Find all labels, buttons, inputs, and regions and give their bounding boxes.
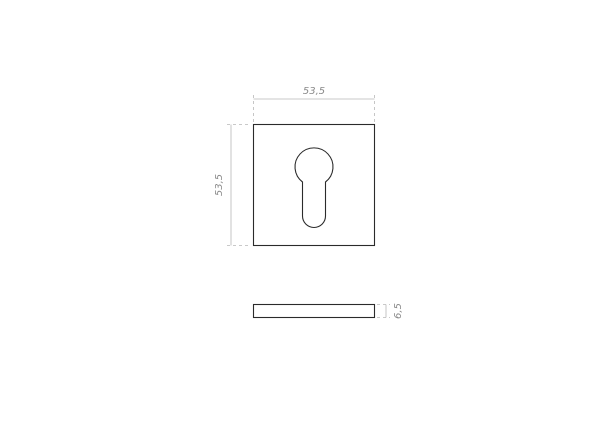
- thickness-dimension: 6,5: [377, 303, 404, 319]
- escutcheon-plate-outline: [252, 123, 376, 247]
- height-dimension-label: 53,5: [214, 174, 225, 196]
- width-dimension: 53,5: [253, 86, 375, 122]
- width-dimension-label: 53,5: [303, 86, 325, 97]
- height-dimension: 53,5: [214, 124, 251, 246]
- plate-side-profile-outline: [252, 303, 376, 319]
- front-view: [252, 123, 376, 247]
- thickness-dimension-label: 6,5: [393, 303, 404, 319]
- side-view: [252, 303, 376, 319]
- keyhole-cutout: [294, 147, 334, 228]
